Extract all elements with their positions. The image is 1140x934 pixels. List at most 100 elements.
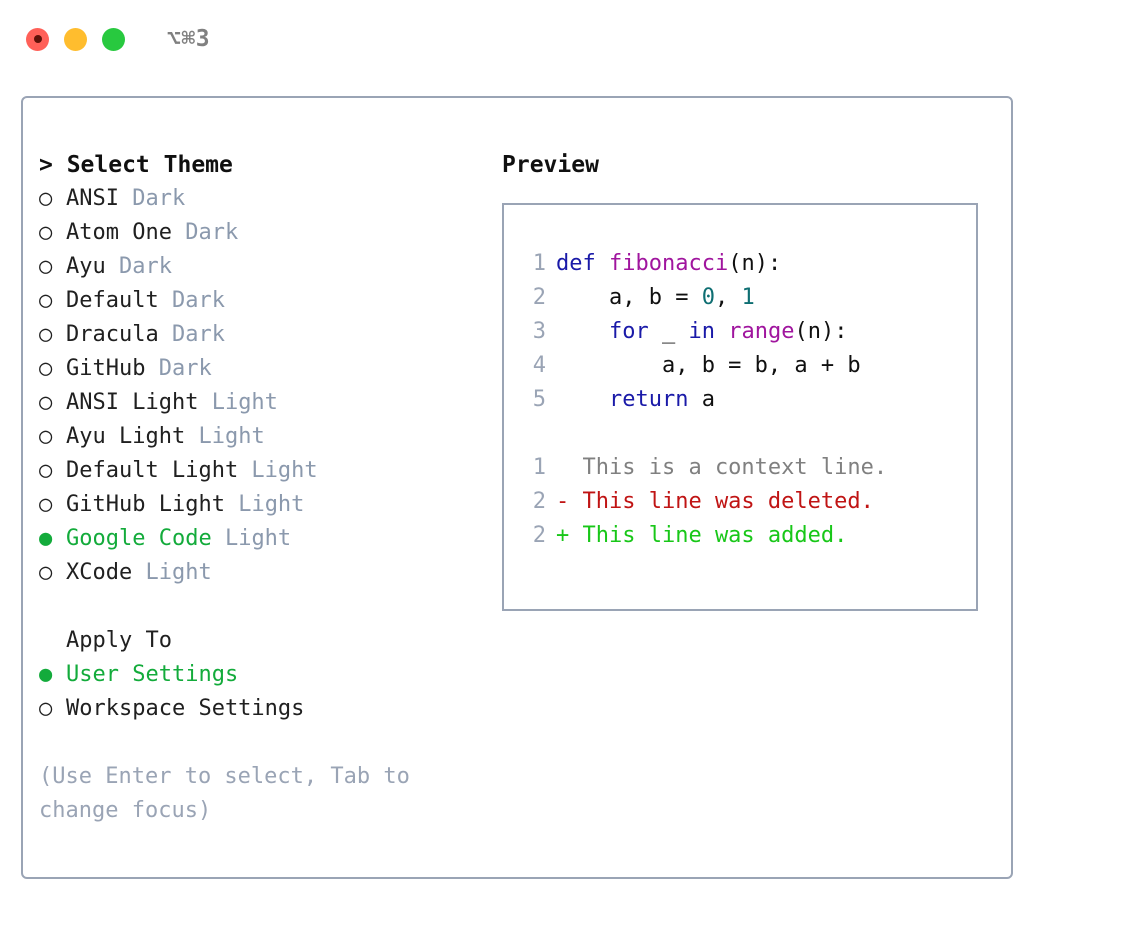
radio-selected-icon: ● bbox=[39, 526, 66, 551]
close-window-button[interactable] bbox=[26, 27, 49, 51]
apply-to-option-label: User Settings bbox=[66, 662, 239, 687]
theme-variant-tag: Light bbox=[224, 492, 305, 517]
diff-line-number: 2 bbox=[532, 523, 546, 548]
theme-option-google-code[interactable]: ● Google Code Light bbox=[39, 522, 479, 556]
code-line-number: 2 bbox=[532, 285, 546, 310]
theme-variant-tag: Dark bbox=[158, 322, 225, 347]
diff-line-ctx: 1 This is a context line. bbox=[518, 451, 976, 485]
select-theme-heading: > Select Theme bbox=[39, 152, 233, 178]
apply-to-list: ● User Settings○ Workspace Settings bbox=[39, 658, 479, 726]
diff-line-number: 1 bbox=[532, 455, 546, 480]
code-token-plain: a, b = bbox=[556, 285, 702, 310]
theme-option-label: XCode bbox=[66, 560, 133, 585]
diff-line-text: - This line was deleted. bbox=[556, 489, 874, 514]
theme-option-ayu-light[interactable]: ○ Ayu Light Light bbox=[39, 420, 479, 454]
theme-option-default[interactable]: ○ Default Dark bbox=[39, 284, 479, 318]
radio-unselected-icon: ○ bbox=[39, 458, 66, 483]
theme-option-label: GitHub Light bbox=[66, 492, 225, 517]
preview-title: Preview bbox=[502, 152, 599, 178]
theme-variant-tag: Light bbox=[198, 390, 278, 415]
code-token-fn: range bbox=[728, 319, 795, 344]
radio-selected-icon: ● bbox=[39, 662, 66, 687]
radio-unselected-icon: ○ bbox=[39, 560, 66, 585]
code-token-plain bbox=[715, 319, 728, 344]
radio-unselected-icon: ○ bbox=[39, 186, 66, 211]
radio-unselected-icon: ○ bbox=[39, 492, 66, 517]
theme-option-label: Atom One bbox=[66, 220, 172, 245]
theme-option-default-light[interactable]: ○ Default Light Light bbox=[39, 454, 479, 488]
code-token-plain: (n): bbox=[728, 251, 782, 276]
theme-option-label: Default bbox=[66, 288, 159, 313]
apply-to-option-workspace-settings[interactable]: ○ Workspace Settings bbox=[39, 692, 479, 726]
keyboard-shortcut-label: ⌥⌘3 bbox=[167, 25, 211, 52]
code-token-kw: for bbox=[608, 319, 649, 344]
code-line-number: 3 bbox=[532, 319, 546, 344]
theme-variant-tag: Light bbox=[211, 526, 292, 551]
theme-option-ansi[interactable]: ○ ANSI Dark bbox=[39, 182, 479, 216]
traffic-light-group bbox=[26, 27, 125, 51]
theme-option-xcode[interactable]: ○ XCode Light bbox=[39, 556, 479, 590]
code-token-kw: def bbox=[556, 251, 609, 276]
title-bar: ⌥⌘3 bbox=[0, 0, 1140, 78]
theme-option-label: ANSI bbox=[66, 186, 119, 211]
theme-variant-tag: Light bbox=[132, 560, 212, 585]
code-token-plain: , bbox=[714, 285, 742, 310]
diff-line-text: + This line was added. bbox=[556, 523, 848, 548]
code-token-plain: (n): bbox=[794, 319, 848, 344]
code-token-kw: in bbox=[688, 319, 715, 344]
apply-to-heading: Apply To bbox=[39, 624, 479, 658]
apply-to-option-label: Workspace Settings bbox=[66, 696, 305, 721]
code-token-plain: a, b = b, a + b bbox=[556, 353, 861, 378]
theme-option-ansi-light[interactable]: ○ ANSI Light Light bbox=[39, 386, 479, 420]
theme-option-github-light[interactable]: ○ GitHub Light Light bbox=[39, 488, 479, 522]
section-spacer bbox=[39, 590, 479, 624]
radio-unselected-icon: ○ bbox=[39, 288, 66, 313]
theme-variant-tag: Dark bbox=[145, 356, 212, 381]
theme-option-github[interactable]: ○ GitHub Dark bbox=[39, 352, 479, 386]
code-token-plain bbox=[556, 319, 609, 344]
theme-option-dracula[interactable]: ○ Dracula Dark bbox=[39, 318, 479, 352]
theme-option-label: GitHub bbox=[66, 356, 146, 381]
theme-option-label: Dracula bbox=[66, 322, 159, 347]
theme-list: ○ ANSI Dark○ Atom One Dark○ Ayu Dark○ De… bbox=[39, 182, 479, 590]
code-line-number: 1 bbox=[532, 251, 546, 276]
code-line: 2 a, b = 0, 1 bbox=[518, 281, 976, 315]
keyboard-hint-text: (Use Enter to select, Tab to change focu… bbox=[39, 764, 424, 823]
theme-picker-column: > Select Theme ○ ANSI Dark○ Atom One Dar… bbox=[39, 148, 479, 828]
theme-option-ayu[interactable]: ○ Ayu Dark bbox=[39, 250, 479, 284]
minimize-window-button[interactable] bbox=[64, 27, 87, 51]
theme-option-label: Google Code bbox=[66, 526, 212, 551]
theme-variant-tag: Dark bbox=[118, 186, 186, 211]
code-token-plain: a bbox=[688, 387, 715, 412]
radio-unselected-icon: ○ bbox=[39, 254, 66, 279]
apply-to-heading-indent bbox=[39, 624, 66, 658]
code-line: 3 for _ in range(n): bbox=[518, 315, 976, 349]
theme-option-label: Ayu bbox=[66, 254, 106, 279]
theme-option-label: Ayu Light bbox=[66, 424, 186, 449]
theme-option-label: ANSI Light bbox=[66, 390, 199, 415]
theme-variant-tag: Dark bbox=[105, 254, 172, 279]
zoom-window-button[interactable] bbox=[102, 27, 125, 51]
code-token-num: 1 bbox=[741, 285, 755, 310]
diff-line-add: 2 + This line was added. bbox=[518, 519, 976, 553]
code-token-fn: fibonacci bbox=[608, 251, 729, 276]
diff-line-text: This is a context line. bbox=[556, 455, 888, 480]
theme-variant-tag: Dark bbox=[171, 220, 239, 245]
code-line-number: 5 bbox=[532, 387, 546, 412]
code-token-num: 0 bbox=[701, 285, 715, 310]
code-line: 1 def fibonacci(n): bbox=[518, 247, 976, 281]
theme-variant-tag: Light bbox=[238, 458, 318, 483]
apply-to-option-user-settings[interactable]: ● User Settings bbox=[39, 658, 479, 692]
theme-option-atom-one[interactable]: ○ Atom One Dark bbox=[39, 216, 479, 250]
code-diff-gap bbox=[518, 417, 976, 451]
code-token-plain: _ bbox=[648, 319, 689, 344]
code-line: 5 return a bbox=[518, 383, 976, 417]
apply-to-heading-label: Apply To bbox=[66, 628, 172, 653]
code-line-number: 4 bbox=[532, 353, 546, 378]
code-token-kw: return bbox=[608, 387, 689, 412]
diff-line-number: 2 bbox=[532, 489, 546, 514]
